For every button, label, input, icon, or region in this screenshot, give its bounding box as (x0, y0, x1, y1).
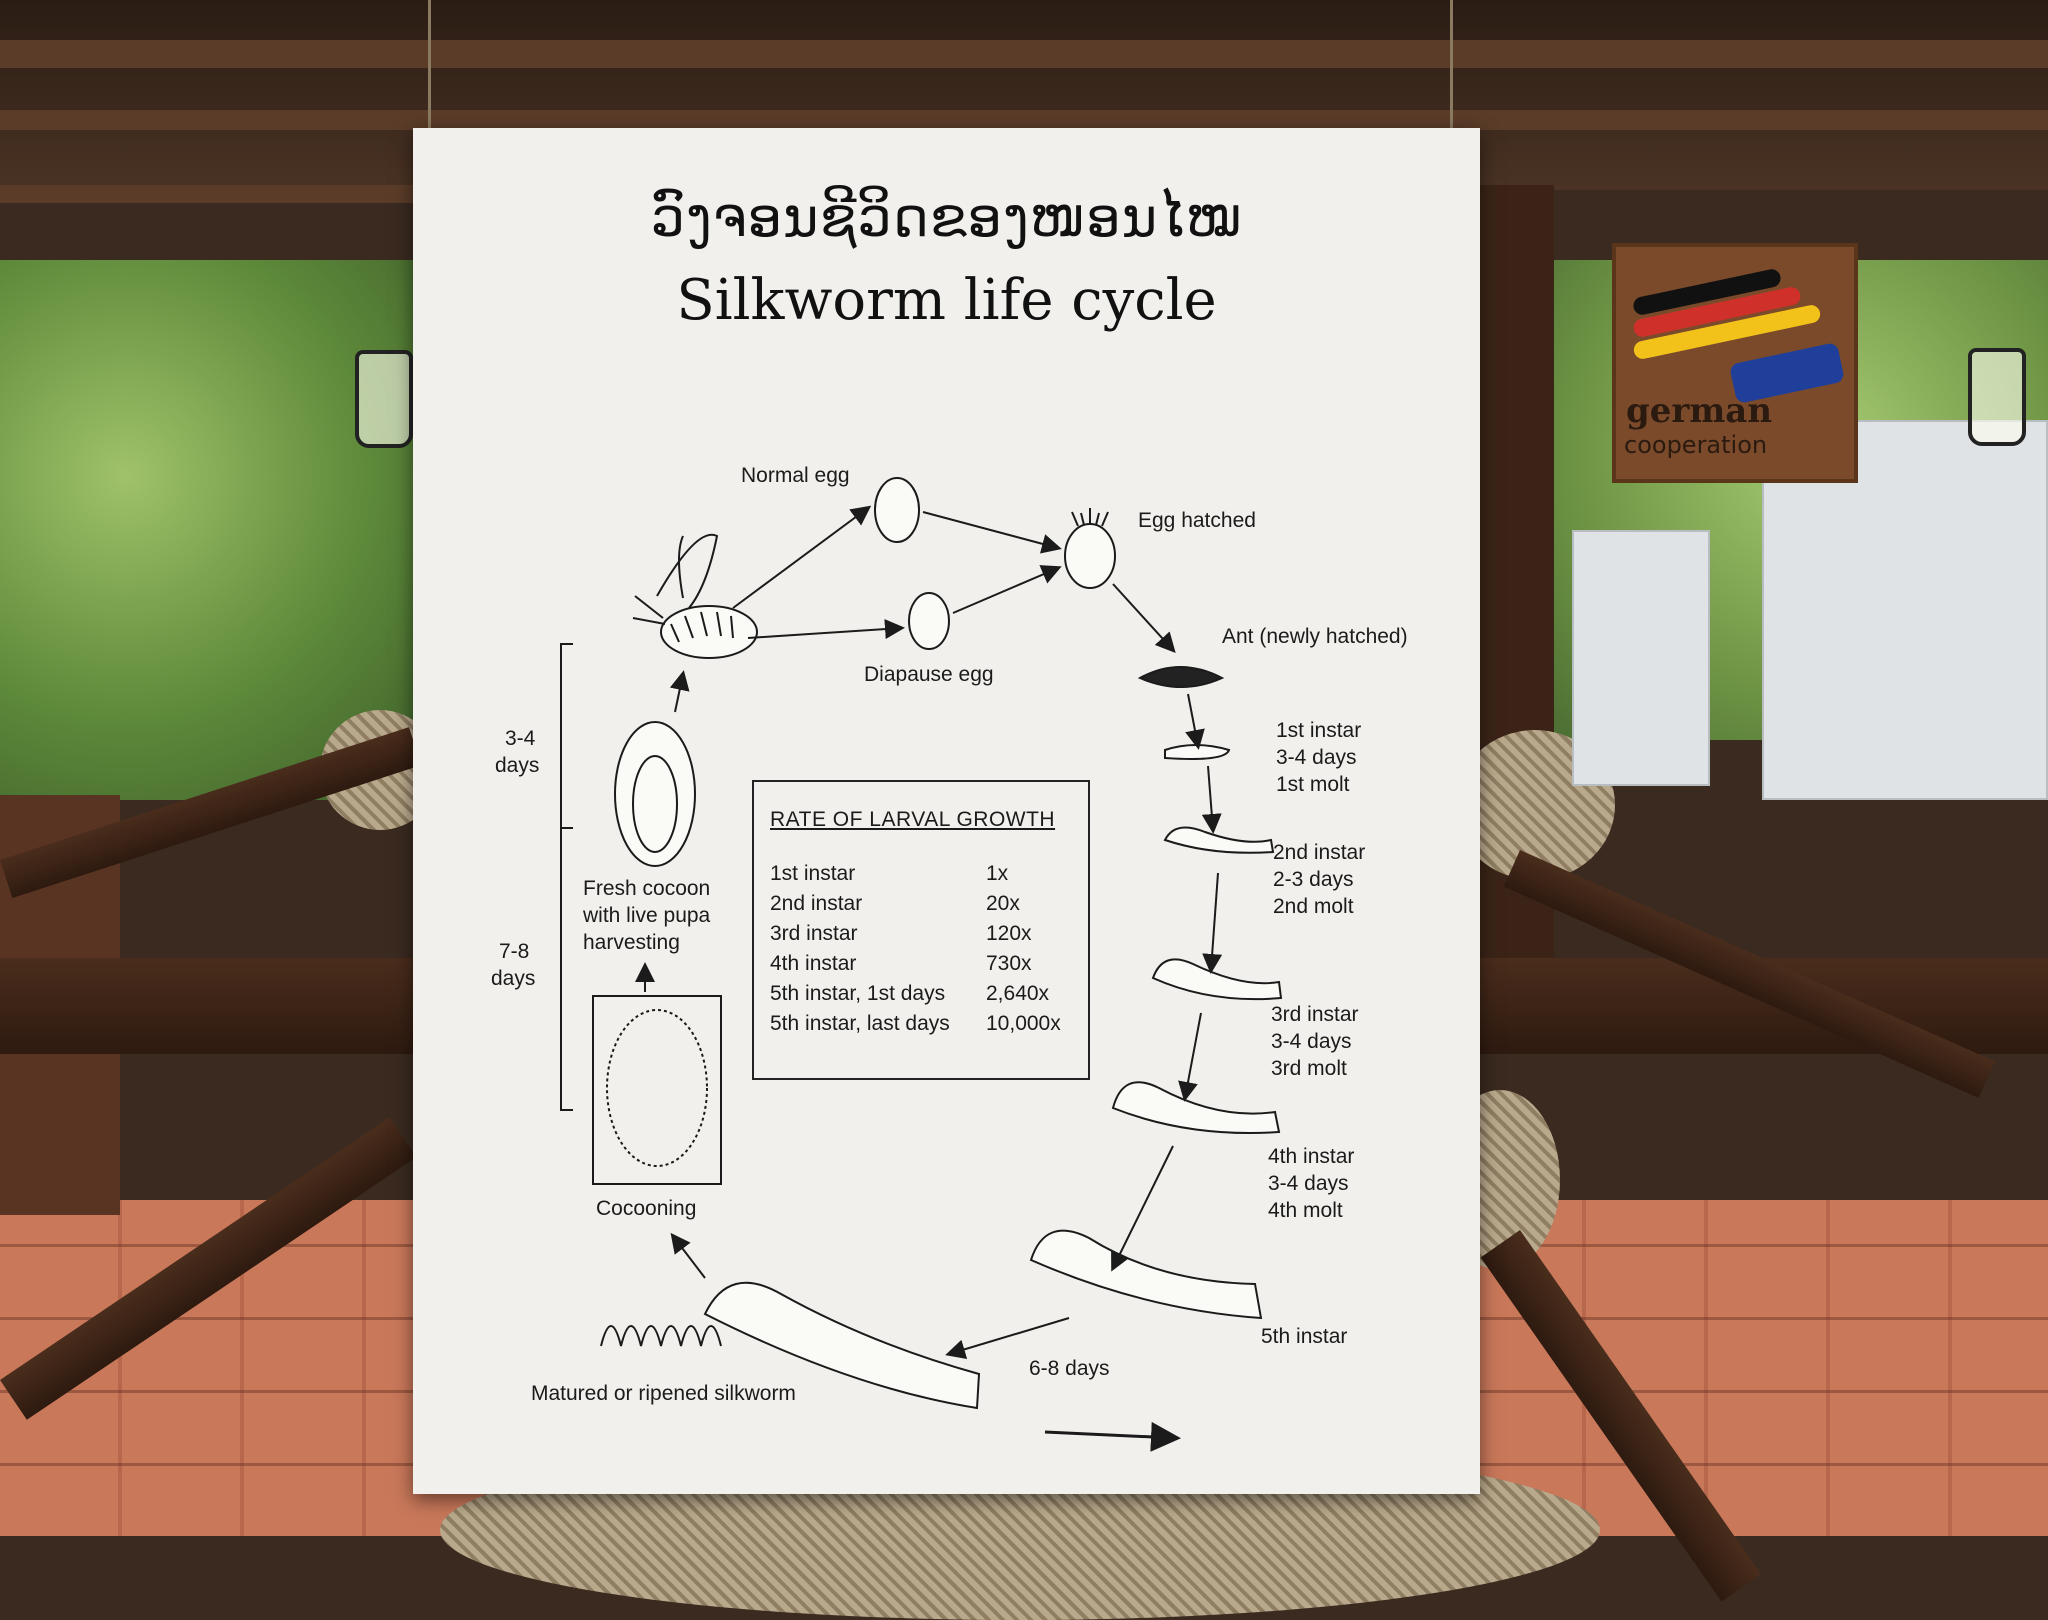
hanging-panel (1572, 530, 1710, 786)
table-cell-rate: 2,640x (986, 982, 1050, 1005)
table-cell-rate: 120x (986, 922, 1032, 945)
second-instar-larva-icon (1163, 826, 1275, 854)
label-fresh-cocoon-line3: harvesting (583, 931, 680, 954)
label-span-78-line2: days (491, 967, 535, 990)
life-cycle-diagram: Normal egg Egg hatched Diapause egg Ant … (491, 464, 1408, 1452)
label-span-34-line2: days (495, 754, 539, 777)
arrow-moth-normal-egg (732, 505, 872, 609)
cocooning-frame (592, 995, 722, 1185)
label-egg-hatched: Egg hatched (1138, 509, 1256, 532)
arrow-diapause-egg-hatched (952, 565, 1062, 614)
silk-thread-scribble (600, 1325, 722, 1347)
arrow-hatched-ant (1112, 583, 1176, 653)
hanging-string (428, 0, 431, 140)
table-cell-stage: 5th instar, last days (770, 1012, 950, 1035)
silkworm-life-cycle-poster: ວົງຈອນຊີວິດຂອງໜອນໄໝ Silkworm life cycle (413, 128, 1480, 1494)
label-ant: Ant (newly hatched) (1222, 625, 1408, 648)
arrow-third-fourth (1178, 1012, 1202, 1102)
first-instar-larva-icon (1164, 744, 1231, 760)
lantern-icon (355, 350, 413, 448)
arrow-ant-first (1185, 693, 1205, 750)
label-diapause-egg: Diapause egg (864, 663, 994, 686)
arrow-fresh-moth (669, 670, 690, 713)
matured-silkworm-icon (703, 1281, 981, 1410)
growth-table-title: RATE OF LARVAL GROWTH (770, 808, 1056, 831)
larval-growth-table: RATE OF LARVAL GROWTH 1st instar 1x 2nd … (752, 780, 1090, 1080)
table-cell-rate: 10,000x (986, 1012, 1061, 1035)
ceiling-beam (0, 40, 2048, 68)
sign-text: german (1626, 391, 1773, 431)
egg-hatched-icon (1064, 523, 1116, 589)
label-matured: Matured or ripened silkworm (531, 1382, 796, 1405)
span-bracket (560, 643, 573, 1111)
fresh-cocoon-icon (614, 721, 696, 867)
ceiling-beam (0, 185, 420, 203)
label-instar1-line2: 3-4 days (1276, 746, 1357, 769)
third-instar-larva-icon (1151, 958, 1283, 1001)
label-instar2-line2: 2-3 days (1273, 868, 1354, 891)
arrow-matured-cocooning (670, 1232, 706, 1279)
table-cell-rate: 20x (986, 892, 1020, 915)
table-cell-stage: 2nd instar (770, 892, 863, 915)
lantern-icon (1968, 348, 2026, 446)
label-instar3-line3: 3rd molt (1271, 1057, 1347, 1080)
diapause-egg-icon (908, 592, 950, 650)
egg-hatched-burst (1071, 508, 1109, 527)
table-cell-stage: 5th instar, 1st days (770, 982, 946, 1005)
pupa-icon (632, 755, 678, 853)
poster-title-english: Silkworm life cycle (676, 268, 1217, 333)
label-normal-egg: Normal egg (741, 464, 850, 487)
ant-larva-icon (1137, 666, 1225, 688)
german-cooperation-sign: german cooperation (1612, 243, 1858, 483)
arrow-normal-egg-hatched (922, 511, 1062, 554)
label-span-34-line1: 3-4 (505, 727, 536, 750)
label-instar4-line2: 3-4 days (1268, 1172, 1349, 1195)
arrow-fifth-matured (945, 1317, 1070, 1359)
label-fresh-cocoon-line1: Fresh cocoon (583, 877, 710, 900)
fourth-instar-larva-icon (1111, 1081, 1281, 1134)
label-instar3-line2: 3-4 days (1271, 1030, 1352, 1053)
cocooning-cocoon (606, 1009, 708, 1167)
hanging-string (1450, 0, 1453, 140)
fifth-instar-larva-icon (1029, 1229, 1263, 1320)
poster-title-lao: ວົງຈອນຊີວິດຂອງໜອນໄໝ (650, 186, 1243, 249)
label-fresh-cocoon-line2: with live pupa (582, 904, 711, 927)
label-cocooning: Cocooning (596, 1197, 696, 1220)
label-span-78-line1: 7-8 (499, 940, 529, 963)
table-cell-stage: 4th instar (770, 952, 857, 975)
moth-icon (632, 533, 758, 659)
table-cell-stage: 1st instar (770, 862, 856, 885)
table-cell-rate: 730x (986, 952, 1032, 975)
label-instar1-line3: 1st molt (1276, 773, 1350, 796)
normal-egg-icon (874, 477, 920, 543)
arrow-fourth-fifth (1111, 1145, 1174, 1272)
direction-arrow-icon (1044, 1421, 1181, 1452)
arrow-first-second (1201, 765, 1222, 834)
label-instar4-line3: 4th molt (1268, 1199, 1343, 1222)
label-instar1-line1: 1st instar (1276, 719, 1361, 742)
table-cell-rate: 1x (986, 862, 1009, 885)
arrow-second-third (1202, 872, 1223, 974)
hanging-panel (1762, 420, 2048, 800)
label-instar3-line1: 3rd instar (1271, 1003, 1359, 1026)
ceiling-beam (0, 110, 2048, 130)
label-instar2-line3: 2nd molt (1273, 895, 1354, 918)
label-instar2-line1: 2nd instar (1273, 841, 1365, 864)
garden-view-left (0, 260, 420, 800)
label-instar5: 5th instar (1261, 1325, 1347, 1348)
table-cell-stage: 3rd instar (770, 922, 858, 945)
label-days-5th: 6-8 days (1029, 1357, 1110, 1380)
sign-subtext: cooperation (1624, 431, 1768, 459)
arrow-moth-diapause-egg (747, 619, 905, 640)
label-instar4-line1: 4th instar (1268, 1145, 1354, 1168)
